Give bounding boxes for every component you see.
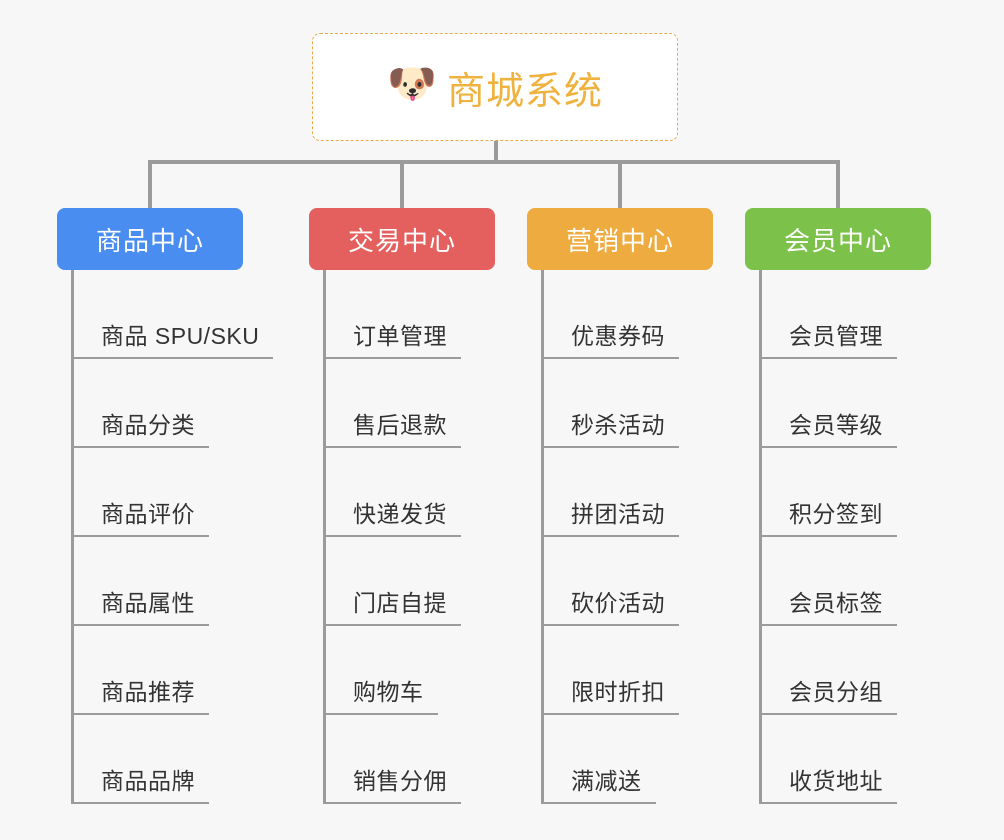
column-spine	[541, 270, 544, 804]
item-label: 秒杀活动	[571, 412, 665, 438]
column-spine	[323, 270, 326, 804]
list-item[interactable]: 秒杀活动	[541, 359, 757, 448]
item-label: 商品推荐	[101, 679, 195, 705]
connector-drop-member-center	[836, 160, 840, 210]
list-item[interactable]: 商品属性	[71, 537, 287, 626]
list-item[interactable]: 收货地址	[759, 715, 975, 804]
list-item[interactable]: 门店自提	[323, 537, 539, 626]
item-label: 限时折扣	[571, 679, 665, 705]
connector-drop-marketing-center	[618, 160, 622, 210]
item-label: 销售分佣	[353, 768, 447, 794]
root-node-mall-system[interactable]: 🐶 商城系统	[312, 33, 678, 141]
list-item[interactable]: 销售分佣	[323, 715, 539, 804]
category-title: 营销中心	[565, 225, 674, 256]
item-list: 优惠券码 秒杀活动 拼团活动 砍价活动 限时折扣 满减送	[541, 270, 757, 804]
list-item[interactable]: 售后退款	[323, 359, 539, 448]
item-list: 商品 SPU/SKU 商品分类 商品评价 商品属性 商品推荐 商品品牌	[71, 270, 287, 804]
item-list: 会员管理 会员等级 积分签到 会员标签 会员分组 收货地址	[759, 270, 975, 804]
item-label: 商品 SPU/SKU	[101, 323, 260, 349]
item-label: 门店自提	[353, 590, 447, 616]
category-title: 交易中心	[347, 225, 456, 256]
item-label: 砍价活动	[571, 590, 665, 616]
list-item[interactable]: 会员分组	[759, 626, 975, 715]
item-label: 订单管理	[353, 323, 447, 349]
item-label: 商品评价	[101, 501, 195, 527]
list-item[interactable]: 快递发货	[323, 448, 539, 537]
item-label: 收货地址	[789, 768, 883, 794]
list-item[interactable]: 订单管理	[323, 270, 539, 359]
item-label: 商品品牌	[101, 768, 195, 794]
list-item[interactable]: 拼团活动	[541, 448, 757, 537]
root-node-title: 商城系统	[446, 70, 603, 113]
item-label: 会员管理	[789, 323, 883, 349]
column-product-center: 商品中心 商品 SPU/SKU 商品分类 商品评价 商品属性 商品推荐 商品品牌	[57, 208, 287, 804]
category-title: 会员中心	[783, 225, 892, 256]
item-label: 满减送	[571, 768, 642, 794]
column-spine	[71, 270, 74, 804]
category-header-product-center[interactable]: 商品中心	[57, 208, 243, 270]
category-header-marketing-center[interactable]: 营销中心	[527, 208, 713, 270]
column-spine	[759, 270, 762, 804]
list-item[interactable]: 会员等级	[759, 359, 975, 448]
item-label: 商品属性	[101, 590, 195, 616]
item-label: 商品分类	[101, 412, 195, 438]
item-label: 会员标签	[789, 590, 883, 616]
column-marketing-center: 营销中心 优惠券码 秒杀活动 拼团活动 砍价活动 限时折扣 满减送	[527, 208, 757, 804]
category-header-trade-center[interactable]: 交易中心	[309, 208, 495, 270]
list-item[interactable]: 会员管理	[759, 270, 975, 359]
list-item[interactable]: 限时折扣	[541, 626, 757, 715]
list-item[interactable]: 商品 SPU/SKU	[71, 270, 287, 359]
item-label: 拼团活动	[571, 501, 665, 527]
item-label: 会员等级	[789, 412, 883, 438]
list-item[interactable]: 商品分类	[71, 359, 287, 448]
item-label: 会员分组	[789, 679, 883, 705]
list-item[interactable]: 商品评价	[71, 448, 287, 537]
list-item[interactable]: 商品品牌	[71, 715, 287, 804]
list-item[interactable]: 优惠券码	[541, 270, 757, 359]
item-label: 优惠券码	[571, 323, 665, 349]
list-item[interactable]: 积分签到	[759, 448, 975, 537]
item-list: 订单管理 售后退款 快递发货 门店自提 购物车 销售分佣	[323, 270, 539, 804]
connector-drop-product-center	[148, 160, 152, 210]
category-header-member-center[interactable]: 会员中心	[745, 208, 931, 270]
item-label: 售后退款	[353, 412, 447, 438]
connector-horizontal-bus	[148, 160, 840, 164]
category-title: 商品中心	[95, 225, 204, 256]
item-label: 购物车	[353, 679, 424, 705]
list-item[interactable]: 会员标签	[759, 537, 975, 626]
item-label: 快递发货	[353, 501, 447, 527]
connector-drop-trade-center	[400, 160, 404, 210]
list-item[interactable]: 购物车	[323, 626, 539, 715]
list-item[interactable]: 商品推荐	[71, 626, 287, 715]
connector-root-vertical	[494, 141, 498, 164]
list-item[interactable]: 满减送	[541, 715, 757, 804]
column-trade-center: 交易中心 订单管理 售后退款 快递发货 门店自提 购物车 销售分佣	[309, 208, 539, 804]
list-item[interactable]: 砍价活动	[541, 537, 757, 626]
item-label: 积分签到	[789, 501, 883, 527]
dog-face-icon: 🐶	[386, 62, 437, 106]
column-member-center: 会员中心 会员管理 会员等级 积分签到 会员标签 会员分组 收货地址	[745, 208, 975, 804]
